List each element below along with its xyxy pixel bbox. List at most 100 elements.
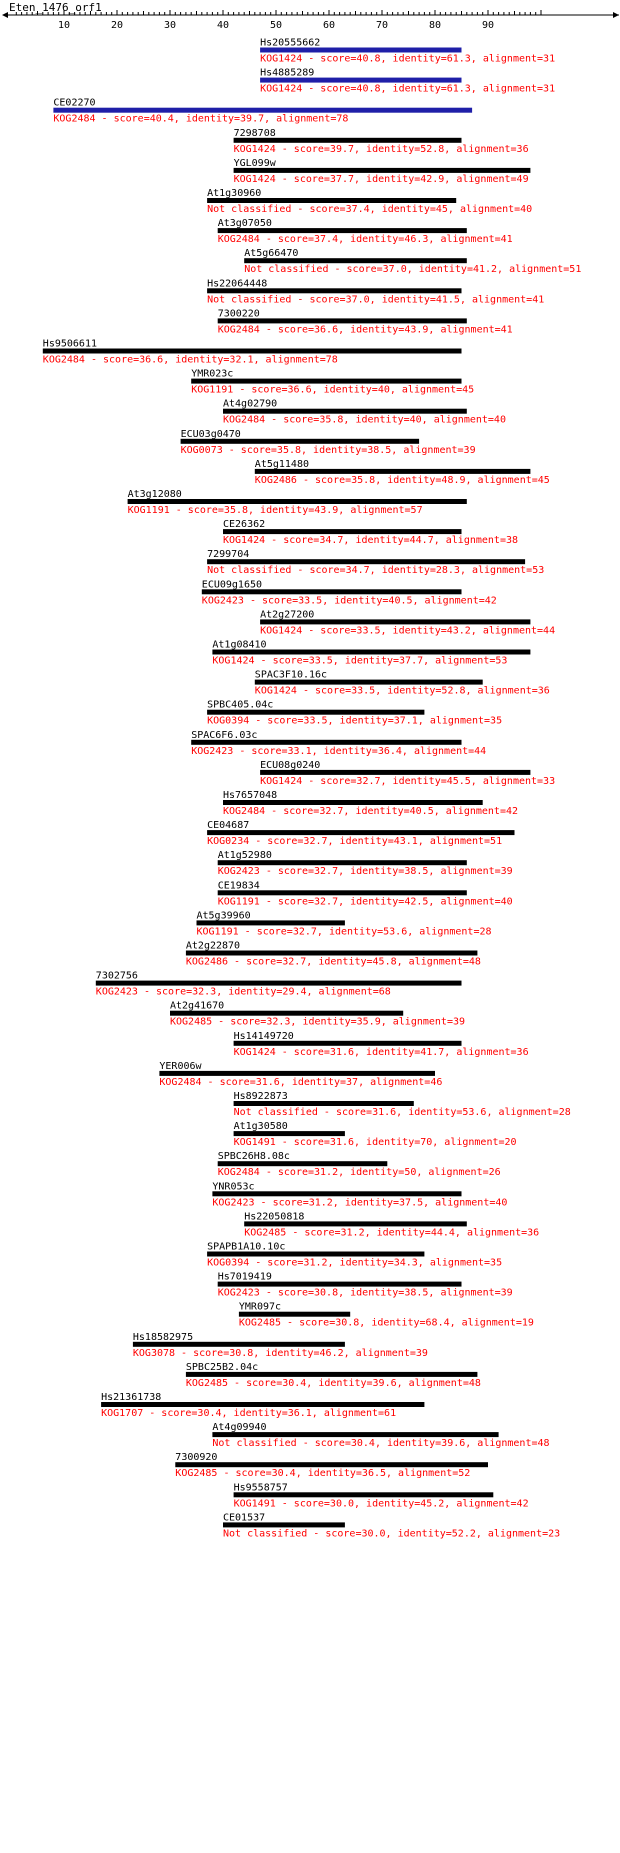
hit-bar (223, 1522, 345, 1528)
hit-name: YNR053c (212, 1181, 254, 1192)
hit-name: Hs7657048 (223, 790, 277, 801)
hit-bar (254, 468, 531, 474)
hit-bar (217, 228, 467, 234)
hit-annotation: KOG2485 - score=32.3, identity=35.9, ali… (170, 1017, 465, 1028)
hit-annotation: KOG1191 - score=35.8, identity=43.9, ali… (128, 505, 423, 516)
hit-annotation: KOG2423 - score=33.1, identity=36.4, ali… (191, 746, 486, 757)
hit-name: At4g09940 (212, 1422, 266, 1433)
hit-bar (233, 167, 531, 173)
hit-name: Hs4885289 (260, 68, 314, 79)
hit-bar (207, 198, 457, 203)
hit-bar (212, 1432, 499, 1438)
hit-bar (175, 1462, 489, 1468)
hit-bar (127, 499, 467, 504)
hit-bar (207, 288, 462, 294)
hit-name: SPAPB1A10.10c (207, 1242, 285, 1253)
hit-bar (217, 860, 467, 866)
hit-annotation: KOG1191 - score=32.7, identity=42.5, ali… (218, 896, 513, 907)
hit-annotation: KOG1424 - score=33.5, identity=52.8, ali… (255, 686, 550, 697)
hit-annotation: KOG1491 - score=30.0, identity=45.2, ali… (234, 1498, 529, 1509)
hit-annotation: KOG3078 - score=30.8, identity=46.2, ali… (133, 1348, 428, 1359)
hit-bar (95, 980, 462, 986)
hit-bar (233, 1492, 494, 1498)
hit-annotation: Not classified - score=30.0, identity=52… (223, 1528, 560, 1539)
hit-bar (217, 1281, 462, 1287)
hit-annotation: KOG1491 - score=31.6, identity=70, align… (234, 1137, 517, 1148)
hit-bar (223, 529, 462, 535)
hit-name: Hs22064448 (207, 278, 267, 289)
hit-name: ECU08g0240 (260, 760, 320, 771)
hit-bar (185, 950, 478, 956)
hit-annotation: KOG1424 - score=40.8, identity=61.3, ali… (260, 54, 555, 65)
hit-name: YMR023c (191, 369, 233, 380)
hit-annotation: KOG1191 - score=32.7, identity=53.6, ali… (197, 926, 492, 937)
hit-bar (53, 107, 473, 113)
hit-annotation: KOG2485 - score=30.4, identity=39.6, ali… (186, 1378, 481, 1389)
hit-bar (217, 318, 467, 324)
hit-bar (159, 1070, 435, 1076)
hit-name: YER006w (159, 1061, 202, 1072)
axis-tick-label: 90 (482, 20, 494, 31)
hit-name: Hs9558757 (234, 1482, 288, 1493)
hit-name: Hs20555662 (260, 38, 320, 49)
hit-bar (207, 830, 515, 836)
axis-right-arrow-icon (613, 12, 619, 18)
hit-annotation: KOG2423 - score=32.7, identity=38.5, ali… (218, 866, 513, 877)
hit-annotation: Not classified - score=37.0, identity=41… (207, 294, 544, 305)
hit-annotation: KOG2484 - score=36.6, identity=43.9, ali… (218, 324, 513, 335)
hit-name: SPBC405.04c (207, 700, 273, 711)
hit-bar (185, 1371, 478, 1377)
hit-annotation: KOG2486 - score=35.8, identity=48.9, ali… (255, 475, 550, 486)
hit-annotation: KOG2423 - score=30.8, identity=38.5, ali… (218, 1288, 513, 1299)
hit-annotation: KOG0073 - score=35.8, identity=38.5, ali… (181, 445, 476, 456)
hit-name: CE02270 (53, 98, 95, 109)
hit-annotation: KOG1424 - score=34.7, identity=44.7, ali… (223, 535, 518, 546)
hit-name: ECU03g0470 (181, 429, 241, 440)
hit-annotation: KOG2486 - score=32.7, identity=45.8, ali… (186, 957, 481, 968)
hit-bar (260, 769, 531, 775)
hit-name: At1g30580 (234, 1121, 288, 1132)
hit-bar (260, 77, 462, 83)
axis-tick-label: 80 (429, 20, 441, 31)
hit-bar (207, 709, 425, 715)
hit-annotation: KOG1424 - score=39.7, identity=52.8, ali… (234, 144, 529, 155)
hit-name: 7302756 (96, 971, 138, 982)
axis-tick-label: 70 (376, 20, 388, 31)
hit-bar (260, 47, 462, 53)
hit-name: Hs8922873 (234, 1091, 288, 1102)
hit-annotation: KOG2484 - score=31.6, identity=37, align… (159, 1077, 442, 1088)
hit-name: CE26362 (223, 519, 265, 530)
hit-name: CE04687 (207, 820, 249, 831)
axis-tick-label: 40 (217, 20, 229, 31)
hit-annotation: KOG2484 - score=37.4, identity=46.3, ali… (218, 234, 513, 245)
hit-annotation: KOG1424 - score=33.5, identity=37.7, ali… (212, 656, 507, 667)
hit-bar (201, 589, 462, 595)
hit-bar (191, 378, 462, 384)
